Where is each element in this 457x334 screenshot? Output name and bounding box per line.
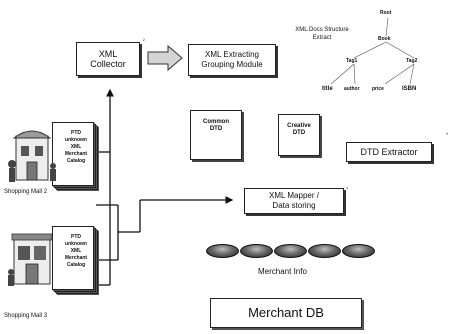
catalog-docs-top: PTD unknown XML Merchant Catalog — [52, 122, 98, 190]
dtd-extractor-mark: ³ — [446, 132, 448, 138]
catalog-docs-bottom-label: PTD unknown XML Merchant Catalog — [58, 234, 94, 269]
xml-mapper-label: XML Mapper / Data storing — [269, 191, 319, 211]
merchant-info-disc — [206, 244, 239, 258]
merchant-info-disc — [308, 244, 341, 258]
tree-leaf-author: author — [344, 86, 360, 92]
tree-leaf-price: price — [372, 86, 384, 92]
merchant-info-disc — [274, 244, 307, 258]
merchant-db-label: Merchant DB — [248, 308, 324, 318]
tree-tag2: Tag2 — [406, 58, 417, 64]
xml-collector-box: XML Collector — [76, 42, 140, 76]
catalog-docs-top-label: PTD unknown XML Merchant Catalog — [58, 130, 94, 165]
xml-extracting-label: XML Extracting Grouping Module — [201, 50, 262, 70]
common-dtd-label: Common DTD — [191, 119, 241, 133]
tree-tag1: Tag1 — [346, 58, 357, 64]
dtd-extractor-box: DTD Extractor — [346, 142, 432, 162]
merchant-info-label: Merchant Info — [258, 268, 307, 276]
structure-title: XML Docs Structure Extract — [282, 26, 362, 42]
block-arrow — [148, 46, 182, 70]
shopping-mall-top-label: Shopping Mall 2 — [4, 188, 47, 196]
tree-leaf-isbn: ISBN — [402, 86, 416, 92]
shopping-mall-top-illustration — [8, 124, 56, 186]
common-dtd-doc: Common DTD — [190, 110, 242, 160]
merchant-db-box: Merchant DB — [210, 298, 362, 328]
shopping-mall-bottom-label: Shopping Mall 3 — [4, 312, 47, 320]
xml-mapper-mark: ⁴ — [346, 186, 348, 192]
xml-mapper-box: XML Mapper / Data storing — [244, 188, 344, 214]
tree-leaf-title: title — [322, 86, 333, 92]
shopping-mall-bottom-illustration — [8, 228, 56, 290]
creative-dtd-label: Creative DTD — [279, 123, 319, 137]
tree-root: Root — [380, 10, 391, 16]
xml-extracting-module-box: XML Extracting Grouping Module — [188, 44, 276, 76]
merchant-info-disc — [240, 244, 273, 258]
xml-collector-label: XML Collector — [90, 49, 126, 69]
tree-book: Book — [378, 36, 391, 42]
catalog-docs-bottom: PTD unknown XML Merchant Catalog — [52, 226, 98, 294]
collector-mark: ² — [143, 38, 145, 44]
merchant-info-disc — [342, 244, 375, 258]
creative-dtd-doc: Creative DTD — [278, 114, 320, 156]
dtd-extractor-label: DTD Extractor — [360, 147, 417, 157]
